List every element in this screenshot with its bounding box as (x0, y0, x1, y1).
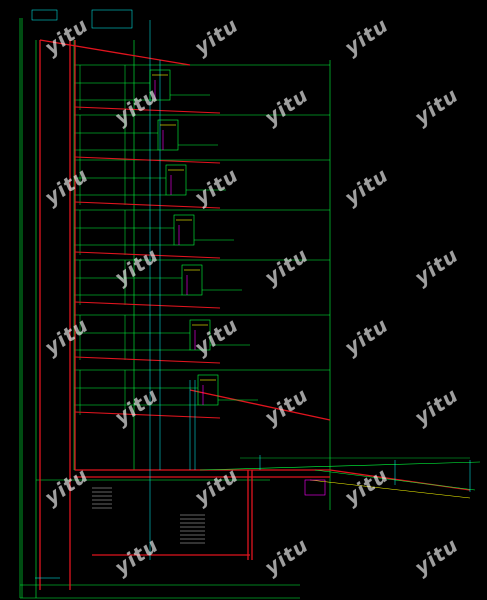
balcony-detail (181, 264, 242, 296)
ground-ramp (199, 455, 481, 499)
balcony-detail (173, 214, 234, 246)
balcony-detail (189, 319, 250, 351)
balcony-detail (165, 164, 226, 196)
structural-walls (39, 39, 471, 590)
balcony-detail (197, 374, 258, 406)
balcony-detail (157, 119, 218, 151)
balcony-detail (149, 69, 210, 101)
dimension-annotations (31, 9, 196, 579)
balcony-details (149, 69, 258, 406)
text-annotation-ticks (92, 487, 205, 544)
drawing-frame (19, 18, 331, 599)
floor-lines (74, 64, 330, 415)
floor-slabs (74, 106, 221, 419)
